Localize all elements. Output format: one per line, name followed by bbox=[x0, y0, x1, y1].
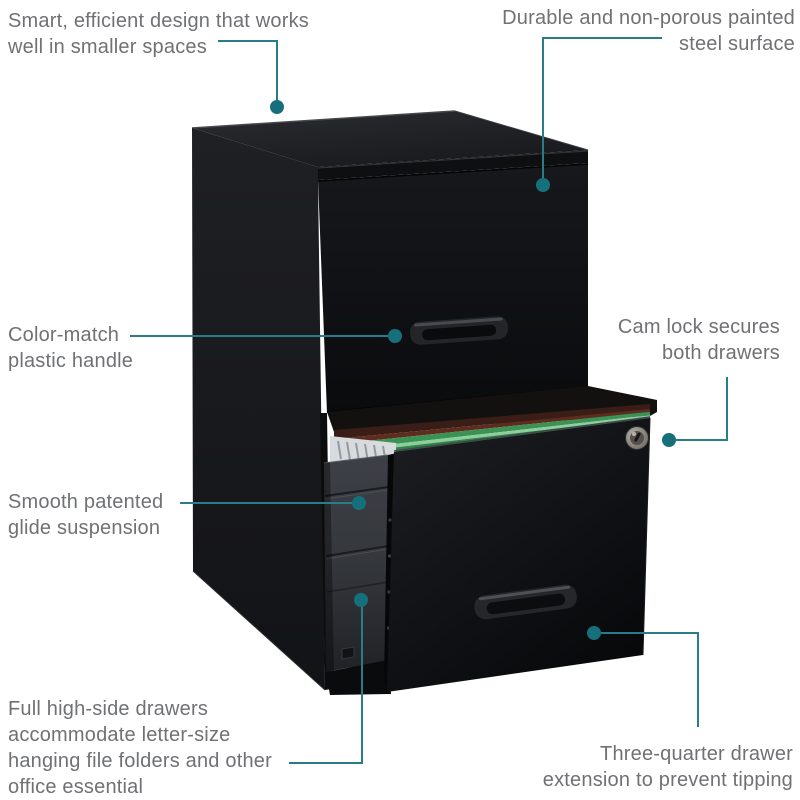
drawer-base-rail bbox=[326, 660, 391, 695]
open-drawer bbox=[323, 416, 651, 695]
callout-label-plastic-handle: Color-match plastic handle bbox=[8, 322, 133, 374]
cam-lock-icon bbox=[625, 426, 649, 450]
callout-dot-smart-design bbox=[270, 100, 284, 114]
callout-text-line: Color-match bbox=[8, 324, 120, 346]
callout-text-line: steel surface bbox=[679, 33, 795, 55]
callout-text-line: extension to prevent tipping bbox=[542, 769, 793, 791]
open-drawer-handle bbox=[474, 584, 577, 620]
callout-text-line: plastic handle bbox=[8, 350, 134, 372]
callout-line-smart-design bbox=[218, 40, 278, 104]
callout-label-steel-surface: Durable and non-porous painted steel sur… bbox=[502, 5, 795, 57]
callout-text-line: well in smaller spaces bbox=[8, 36, 207, 58]
callout-dot-cam-lock bbox=[662, 433, 676, 447]
callout-text-line: Durable and non-porous painted bbox=[502, 7, 795, 29]
callout-lines bbox=[130, 37, 728, 764]
top-drawer-front bbox=[318, 163, 588, 413]
callout-line-cam-lock bbox=[676, 377, 728, 441]
cabinet-top-lip bbox=[318, 150, 588, 180]
callout-text-line: office essential bbox=[8, 776, 144, 798]
callout-line-drawer-extension bbox=[601, 632, 699, 727]
open-drawer-front bbox=[387, 416, 651, 692]
callout-text-line: Cam lock secures bbox=[617, 316, 780, 338]
cabinet-left-panel bbox=[192, 128, 325, 690]
callout-text-line: Three-quarter drawer bbox=[600, 743, 793, 765]
callout-text-line: Smooth patented bbox=[8, 491, 164, 513]
top-drawer-handle bbox=[410, 316, 509, 345]
callout-text-line: accommodate letter-size bbox=[8, 724, 231, 746]
drawer-opening-interior bbox=[327, 386, 657, 432]
callout-dot-plastic-handle bbox=[388, 329, 402, 343]
callout-dot-drawer-extension bbox=[587, 626, 601, 640]
callout-text-line: Full high-side drawers bbox=[8, 698, 209, 720]
callout-text-line: hanging file folders and other bbox=[8, 750, 272, 772]
callout-text-line: glide suspension bbox=[8, 517, 161, 539]
callout-dot-steel-surface bbox=[536, 178, 550, 192]
callout-dot-high-side-drawers bbox=[354, 593, 368, 607]
cabinet-body bbox=[191, 110, 589, 691]
callout-label-drawer-extension: Three-quarter drawer extension to preven… bbox=[543, 741, 793, 793]
callout-line-steel-surface bbox=[542, 37, 662, 182]
callout-dot-glide-suspension bbox=[352, 496, 366, 510]
callout-label-high-side-drawers: Full high-side drawers accommodate lette… bbox=[8, 696, 272, 800]
callout-label-cam-lock: Cam lock secures both drawers bbox=[618, 314, 780, 366]
callout-line-high-side-drawers bbox=[289, 604, 363, 764]
callout-text-line: both drawers bbox=[661, 342, 780, 364]
callout-label-glide-suspension: Smooth patented glide suspension bbox=[8, 489, 163, 541]
callout-label-smart-design: Smart, efficient design that works well … bbox=[8, 8, 309, 60]
callout-text-line: Smart, efficient design that works bbox=[8, 10, 310, 32]
cabinet-top-surface bbox=[192, 111, 588, 167]
drawer-glide-side bbox=[323, 454, 391, 695]
